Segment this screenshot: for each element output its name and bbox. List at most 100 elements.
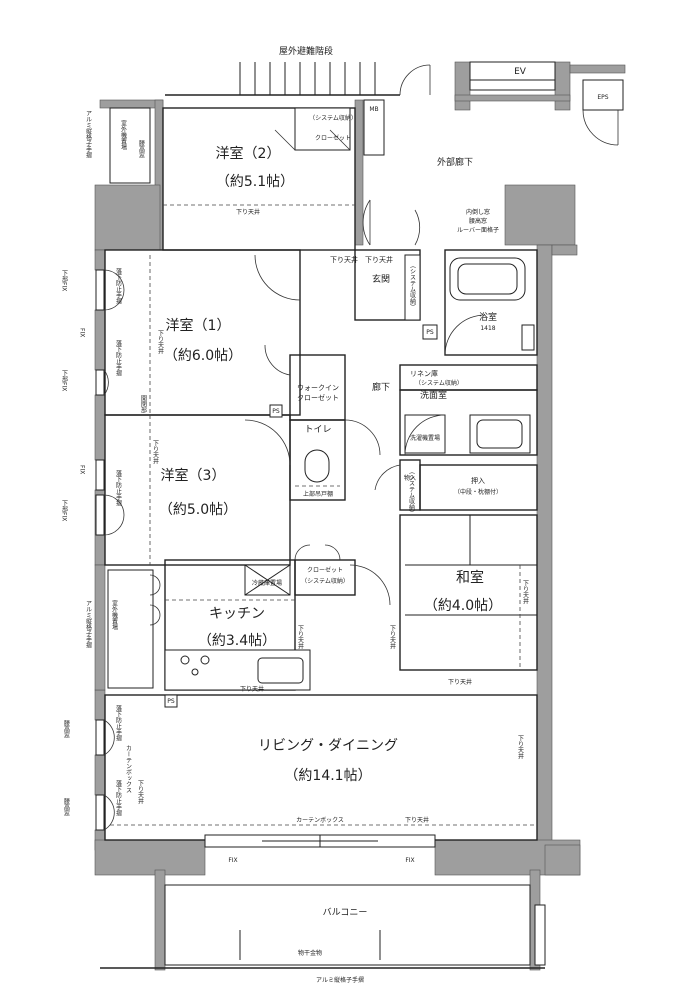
koshidaka-top-label: 腰高窓 (138, 140, 145, 158)
linen-label-1: リネン庫 (410, 369, 438, 378)
balcony-area (164, 884, 531, 966)
mb-box (363, 99, 385, 156)
room3-ceiling-note: 下り天井 (152, 440, 159, 465)
kitchen-ceiling-note: 下り天井 (297, 625, 304, 650)
room3-size: （約5.0帖） (159, 502, 237, 518)
kaihou-label: 開閉部 (140, 395, 147, 414)
koshidaka-1: 腰高窓 (63, 720, 70, 738)
storage-small-label: 物入 (404, 474, 416, 482)
kitchen-sink (257, 657, 304, 684)
alu-rail-bottom: アルミ縦格子手摺 (316, 976, 364, 984)
curtain-box-label-2: カーテンボックス (125, 745, 132, 793)
rail-5: 落下防止手摺 (115, 779, 122, 817)
closet-b-label-1: クローゼット (307, 566, 343, 574)
balcony-label: バルコニー (323, 907, 368, 918)
mb-label: MB (369, 106, 378, 113)
toilet-shelf-label: 上部吊戸棚 (303, 490, 333, 498)
storage-small-sys: （システム収納） (408, 468, 415, 516)
oshiire-label-2: （中段・枕棚付） (454, 488, 502, 496)
ps-label-3: PS (167, 698, 175, 705)
ps-box-2 (269, 404, 283, 418)
bath-name: 浴室 (479, 311, 497, 323)
eps-room (569, 64, 626, 146)
window-note-2: 腰高窓 (469, 217, 487, 225)
window-note-1: 内倒し窓 (466, 208, 490, 216)
kitchen-name: キッチン (209, 606, 265, 622)
fix-2: FIX (79, 465, 86, 474)
room1-name: 洋室（1） (166, 317, 231, 334)
outdoor-unit-top (109, 107, 151, 184)
toilet-bowl (304, 449, 330, 483)
shoe-box (404, 254, 421, 321)
left-windows (95, 269, 125, 831)
fix-bottom-2: FIX (405, 857, 414, 864)
room2-ceiling-note: 下り天井 (236, 208, 260, 216)
exterior-walls (94, 99, 581, 971)
closet-room2-label: クローゼット (315, 134, 351, 142)
curtain-box-label: カーテンボックス (296, 816, 344, 824)
fix-bottom-1: FIX (228, 857, 237, 864)
closet-room2-sys: （システム収納） (309, 114, 357, 122)
living-ceiling-note-3: 下り天井 (137, 780, 144, 805)
room2-size: （約5.1帖） (216, 174, 294, 190)
outdoor-stairs-label: 屋外避難階段 (279, 45, 333, 57)
alu-rail-left-mid: アルミ縦格子手摺 (85, 600, 92, 649)
linen-label-2: （システム収納） (415, 379, 463, 387)
ps-box-3 (164, 694, 178, 708)
bath-size: 1418 (480, 325, 495, 332)
stair-door-swing (399, 64, 431, 96)
living-sliding-windows (204, 834, 436, 848)
toilet-label: トイレ (304, 425, 331, 435)
entrance-ceiling-note: 下り天井 (330, 255, 358, 264)
lower-fix-3: 下部FIX (61, 500, 68, 521)
ps-label-2: PS (272, 408, 280, 415)
living-size: （約14.1帖） (284, 768, 371, 784)
room2-name: 洋室（2） (216, 145, 281, 162)
living-ceiling-note: 下り天井 (405, 816, 429, 824)
shoe-box-label: （システム収納） (409, 262, 416, 310)
ev-label: EV (514, 67, 527, 77)
living-name: リビング・ダイニング (258, 738, 398, 754)
washitsu-ceiling-note: 下り天井 (522, 580, 529, 605)
koshidaka-2: 腰高窓 (63, 798, 70, 816)
eps-label: EPS (597, 94, 608, 101)
washitsu-size: （約4.0帖） (424, 598, 502, 614)
window-note-3: ルーバー面格子 (457, 226, 499, 234)
stove-burner-3 (191, 668, 199, 676)
ps-label-1: PS (426, 329, 434, 336)
outdoor-stairs (165, 62, 400, 96)
room1-ceiling-note: 下り天井 (157, 330, 164, 355)
fridge-label: 冷蔵庫置場 (252, 579, 282, 587)
closet-b-label-2: （システム収納） (301, 577, 349, 585)
hoshi-label: 物干金物 (298, 949, 322, 957)
outdoor-unit-top-label: 室外機置場 (120, 119, 127, 151)
rail-1: 落下防止手摺 (115, 267, 122, 305)
ps-box-1 (422, 324, 438, 340)
stove-burner-1 (180, 655, 190, 665)
outdoor-unit-mid-label: 室外機置場 (111, 599, 118, 631)
room3-name: 洋室（3） (161, 467, 226, 484)
alu-rail-left-top: アルミ縦格子手摺 (85, 110, 92, 159)
lower-fix-2: 下部FIX (61, 370, 68, 391)
outer-corridor-label: 外部廊下 (437, 156, 473, 168)
washroom-label: 洗面室 (420, 389, 447, 401)
stove-burner-2 (200, 655, 210, 665)
ev-shaft (454, 61, 571, 111)
fix-1: FIX (79, 328, 86, 337)
rail-3: 落下防止手摺 (115, 469, 122, 507)
rail-2: 落下防止手摺 (115, 339, 122, 377)
oshiire-label-1: 押入 (471, 476, 485, 485)
outdoor-unit-mid (107, 569, 154, 689)
washer-label: 洗濯機置場 (410, 434, 440, 442)
washitsu-ceiling-note-3: 下り天井 (389, 625, 396, 650)
washer-space (404, 414, 446, 454)
entrance-door-swing (362, 199, 371, 246)
closet-room2 (294, 107, 351, 151)
room1-size: （約6.0帖） (164, 348, 242, 364)
entrance-ceiling-note-2: 下り天井 (365, 255, 393, 264)
walkin-label-2: クローゼット (297, 393, 339, 402)
corridor-label: 廊下 (372, 381, 390, 393)
walkin-label-1: ウォークイン (297, 384, 339, 392)
